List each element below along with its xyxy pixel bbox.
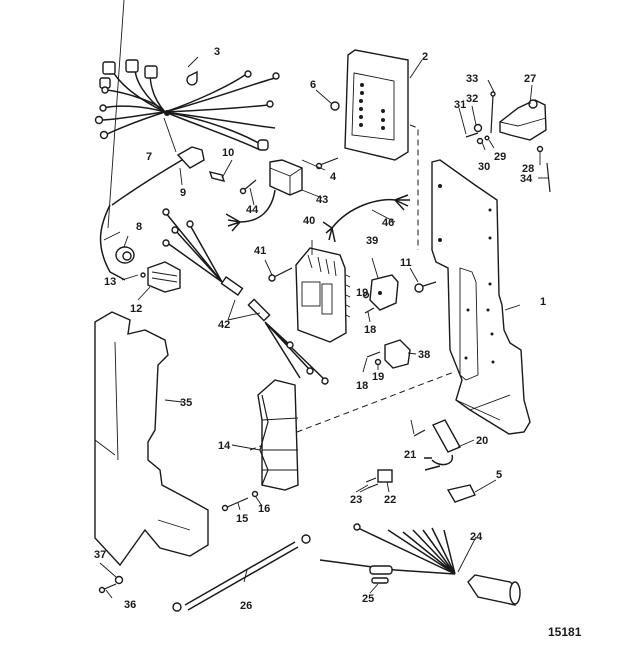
screw-18 — [364, 307, 375, 314]
callout-43: 43 — [316, 194, 328, 206]
main-harness-connector-24 — [319, 523, 521, 606]
nut-6 — [330, 101, 340, 111]
callout-18a: 18 — [364, 324, 376, 336]
spark-plug-lead-9 — [99, 146, 205, 281]
ground-strap-26 — [172, 534, 311, 612]
callout-31: 31 — [454, 99, 466, 111]
callout-42: 42 — [218, 319, 230, 331]
module-43 — [269, 159, 303, 196]
cover-35 — [94, 311, 209, 567]
starter-solenoid-27 — [499, 99, 547, 141]
callout-10: 10 — [222, 147, 234, 159]
screw-15 — [221, 497, 249, 512]
terminal-block-5 — [446, 484, 476, 503]
washer-19 — [362, 291, 370, 299]
callout-34: 34 — [520, 173, 533, 185]
callout-20: 20 — [476, 435, 488, 447]
callout-12: 12 — [130, 303, 142, 315]
washer-16 — [251, 490, 259, 498]
figure-reference-number: 15181 — [548, 625, 582, 639]
alignment-line — [249, 371, 455, 451]
washer-29 — [484, 135, 490, 141]
callout-22: 22 — [384, 494, 396, 506]
screws-23 — [365, 477, 379, 489]
screw-21 — [413, 429, 426, 437]
callout-4: 4 — [330, 171, 337, 183]
jumper-lead-33 — [490, 91, 496, 134]
callout-39: 39 — [366, 235, 378, 247]
callout-23: 23 — [350, 494, 362, 506]
switch-box-bracket-2 — [344, 49, 409, 161]
callout-11: 11 — [400, 257, 412, 269]
screw-41 — [268, 267, 293, 282]
callout-35: 35 — [180, 397, 192, 409]
connector-block-12 — [140, 261, 181, 293]
callout-46: 46 — [382, 217, 394, 229]
callout-29: 29 — [494, 151, 506, 163]
module-pigtail — [225, 189, 276, 232]
rectifier-39 — [369, 274, 399, 311]
nut-30 — [476, 137, 484, 145]
capacitor-20 — [424, 419, 461, 471]
callout-13: 13 — [104, 276, 116, 288]
callout-14: 14 — [218, 440, 231, 452]
callout-3: 3 — [214, 46, 220, 58]
clip-3 — [186, 70, 198, 86]
callout-1: 1 — [540, 296, 546, 308]
lead-34 — [546, 162, 551, 193]
fuse-25 — [369, 565, 393, 584]
sleeves-42 — [162, 208, 329, 385]
washer-32 — [473, 123, 483, 133]
callout-6: 6 — [310, 79, 316, 91]
clip-22 — [377, 469, 393, 483]
callout-28: 28 — [522, 163, 534, 175]
leader-lines — [99, 0, 548, 599]
callout-21: 21 — [404, 449, 416, 461]
ignition-coil-pack-14 — [257, 379, 299, 491]
screw-36 — [98, 583, 117, 594]
callout-38: 38 — [418, 349, 430, 361]
callout-44: 44 — [246, 204, 259, 216]
bolt-31 — [465, 132, 479, 138]
nut-28 — [536, 145, 544, 153]
callout-16: 16 — [258, 503, 270, 515]
callout-24: 24 — [470, 531, 483, 543]
callout-8: 8 — [136, 221, 142, 233]
callout-27: 27 — [524, 73, 536, 85]
callout-5: 5 — [496, 469, 502, 481]
callout-36: 36 — [124, 599, 136, 611]
callout-32: 32 — [466, 93, 478, 105]
bolt-11 — [414, 281, 437, 293]
callout-19a: 19 — [356, 287, 368, 299]
callout-labels: 1 2 3 4 5 6 7 8 9 10 11 12 13 14 15 16 1… — [94, 46, 546, 612]
callout-30: 30 — [478, 161, 490, 173]
callout-18b: 18 — [356, 380, 368, 392]
sensor-10 — [208, 171, 226, 182]
callout-40: 40 — [303, 215, 315, 227]
callout-9: 9 — [180, 187, 186, 199]
callout-7: 7 — [146, 151, 152, 163]
screw-44 — [239, 179, 257, 195]
callout-33: 33 — [466, 73, 478, 85]
callout-15: 15 — [236, 513, 248, 525]
relay-38 — [366, 339, 411, 369]
wiring-harness-7 — [94, 59, 280, 151]
harness-46 — [322, 194, 410, 243]
mounting-plate-1 — [431, 159, 531, 435]
callout-41: 41 — [254, 245, 266, 257]
callout-26: 26 — [240, 600, 252, 612]
callout-19b: 19 — [372, 371, 384, 383]
washer-37 — [114, 575, 124, 585]
grommet-8 — [115, 246, 135, 264]
voltage-regulator-40 — [295, 247, 351, 343]
alignment-line — [409, 124, 419, 250]
callout-2: 2 — [422, 51, 428, 63]
callout-37: 37 — [94, 549, 106, 561]
callout-25: 25 — [362, 593, 374, 605]
screw-4 — [315, 157, 339, 170]
